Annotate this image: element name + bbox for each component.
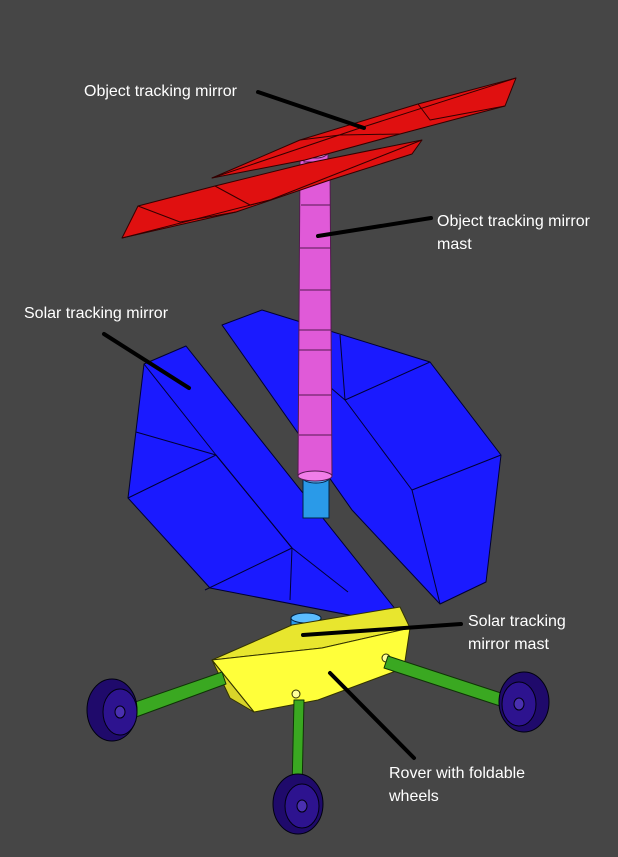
leader-object-mirror (256, 90, 366, 130)
rover-label: Rover with foldable wheels (389, 762, 525, 808)
solar-mirror-label: Solar tracking mirror (24, 302, 168, 325)
leader-object-mast (316, 216, 433, 238)
wheels (86, 671, 550, 835)
rover-body (211, 606, 411, 713)
object-tracking-mirror-mast (297, 145, 333, 482)
leader-solar-mast (301, 622, 463, 637)
wheel-left (86, 678, 138, 742)
solar-mirror-left-crease-3 (289, 547, 293, 601)
wheel-arm-right (383, 655, 505, 707)
leader-solar-mirror (102, 332, 191, 390)
object-mast-label: Object tracking mirror mast (437, 210, 590, 256)
rover-label-line2: wheels (389, 788, 439, 805)
object-mast-label-line2: mast (437, 236, 472, 253)
solar-mast-label-line1: Solar tracking (468, 613, 566, 630)
rover-label-line1: Rover with foldable (389, 765, 526, 782)
wheel-front (272, 773, 324, 835)
leader-rover (328, 671, 416, 760)
solar-mirror-left-fold-2 (127, 454, 293, 591)
object-mirror-label: Object tracking mirror (84, 80, 237, 103)
wheel-right (498, 671, 550, 733)
rover-hinge (291, 689, 301, 699)
solar-mast-label: Solar tracking mirror mast (468, 610, 566, 656)
object-mirror-label-text: Object tracking mirror (84, 83, 237, 100)
object-mast-body (297, 159, 333, 477)
object-mast-label-line1: Object tracking mirror (437, 213, 590, 230)
leader-lines (102, 90, 463, 760)
solar-mast-label-line2: mirror mast (468, 636, 549, 653)
solar-mirror-right-crease (411, 489, 441, 605)
solar-tracking-mirror (127, 309, 502, 624)
solar-mirror-right-panel (221, 309, 502, 605)
solar-mirror-left-crease-2 (291, 547, 349, 593)
solar-mirror-label-text: Solar tracking mirror (24, 305, 169, 322)
solar-mirror-left-crease (143, 363, 217, 456)
